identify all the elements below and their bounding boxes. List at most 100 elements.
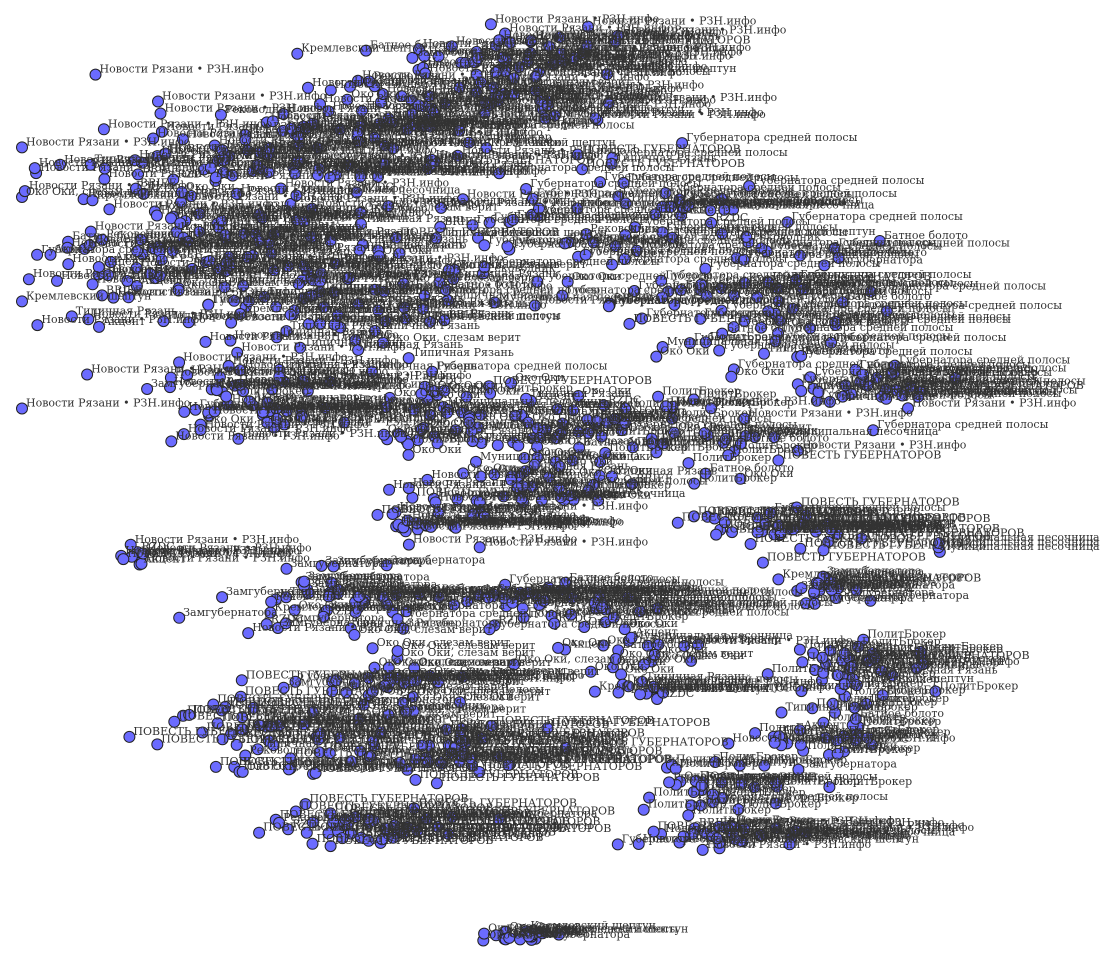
graph-node[interactable]	[373, 117, 386, 130]
graph-node[interactable]	[62, 258, 75, 271]
graph-node[interactable]	[182, 316, 195, 329]
graph-node[interactable]	[218, 281, 231, 294]
graph-node[interactable]	[65, 310, 78, 323]
graph-node[interactable]	[84, 158, 97, 171]
graph-node[interactable]	[601, 68, 614, 81]
graph-node[interactable]	[434, 221, 447, 233]
graph-node[interactable]	[31, 248, 44, 261]
graph-node[interactable]	[354, 170, 367, 183]
graph-node[interactable]	[406, 51, 419, 64]
graph-node[interactable]	[97, 123, 110, 136]
graph-node[interactable]	[262, 166, 275, 179]
graph-node[interactable]	[492, 90, 505, 103]
graph-node[interactable]	[589, 112, 602, 125]
graph-node[interactable]	[311, 169, 324, 182]
graph-node[interactable]	[504, 36, 517, 49]
graph-node[interactable]	[274, 182, 287, 195]
graph-node[interactable]	[129, 154, 141, 167]
graph-node[interactable]	[226, 169, 239, 182]
graph-node[interactable]	[150, 209, 163, 222]
graph-node[interactable]	[18, 185, 31, 198]
graph-node[interactable]	[329, 257, 342, 270]
graph-node[interactable]	[159, 147, 172, 160]
graph-node[interactable]	[266, 115, 279, 128]
graph-node[interactable]	[568, 51, 581, 64]
graph-node[interactable]	[363, 75, 376, 88]
graph-node[interactable]	[28, 162, 41, 175]
graph-node[interactable]	[406, 108, 419, 121]
graph-node[interactable]	[291, 47, 304, 60]
graph-node[interactable]	[553, 31, 566, 44]
graph-node[interactable]	[300, 122, 313, 135]
graph-node[interactable]	[489, 66, 502, 79]
graph-node[interactable]	[217, 154, 230, 167]
graph-node[interactable]	[555, 47, 568, 60]
graph-node[interactable]	[395, 90, 408, 103]
graph-node[interactable]	[493, 34, 506, 47]
graph-node[interactable]	[484, 18, 497, 31]
graph-node[interactable]	[16, 402, 28, 415]
graph-node[interactable]	[230, 187, 243, 200]
graph-node[interactable]	[548, 109, 561, 122]
graph-node[interactable]	[323, 171, 336, 184]
graph-node[interactable]	[121, 275, 134, 287]
graph-node[interactable]	[165, 212, 177, 225]
graph-node[interactable]	[356, 104, 368, 117]
graph-node[interactable]	[401, 123, 414, 136]
graph-node[interactable]	[277, 108, 290, 120]
graph-node[interactable]	[130, 262, 143, 274]
graph-node[interactable]	[214, 108, 227, 121]
graph-node[interactable]	[472, 52, 484, 65]
graph-node[interactable]	[543, 40, 556, 53]
graph-node[interactable]	[445, 40, 458, 53]
graph-node[interactable]	[98, 162, 111, 175]
graph-node[interactable]	[360, 44, 372, 57]
graph-node[interactable]	[386, 116, 399, 129]
graph-node[interactable]	[193, 207, 206, 220]
graph-node[interactable]	[96, 233, 109, 246]
graph-node[interactable]	[270, 300, 283, 313]
graph-node[interactable]	[453, 124, 466, 137]
graph-node[interactable]	[453, 81, 466, 94]
graph-node[interactable]	[254, 146, 267, 159]
graph-node[interactable]	[529, 84, 542, 97]
graph-node[interactable]	[104, 256, 117, 269]
graph-node[interactable]	[225, 316, 238, 329]
graph-node[interactable]	[612, 29, 624, 42]
graph-node[interactable]	[22, 273, 35, 286]
graph-node[interactable]	[546, 58, 559, 71]
graph-node[interactable]	[176, 133, 189, 146]
graph-node[interactable]	[167, 173, 180, 186]
graph-node[interactable]	[581, 39, 594, 52]
graph-node[interactable]	[508, 88, 521, 101]
graph-node[interactable]	[435, 201, 448, 214]
graph-node[interactable]	[302, 81, 314, 94]
graph-node[interactable]	[311, 141, 324, 154]
graph-node[interactable]	[82, 313, 95, 326]
graph-node[interactable]	[130, 280, 143, 292]
graph-node[interactable]	[344, 80, 356, 93]
graph-node[interactable]	[154, 107, 167, 120]
graph-node[interactable]	[134, 233, 147, 246]
graph-node[interactable]	[186, 262, 199, 275]
graph-node[interactable]	[314, 98, 326, 111]
graph-node[interactable]	[239, 134, 252, 146]
graph-node[interactable]	[86, 278, 99, 291]
graph-node[interactable]	[284, 198, 297, 210]
graph-node[interactable]	[372, 170, 384, 183]
graph-node[interactable]	[292, 130, 305, 143]
graph-node[interactable]	[285, 122, 297, 135]
graph-node[interactable]	[352, 135, 365, 148]
graph-node[interactable]	[512, 61, 525, 74]
graph-node[interactable]	[16, 295, 28, 308]
graph-node[interactable]	[475, 76, 487, 89]
graph-node[interactable]	[107, 291, 120, 304]
graph-node[interactable]	[16, 141, 28, 154]
graph-node[interactable]	[152, 95, 164, 108]
graph-node[interactable]	[470, 86, 483, 99]
graph-node[interactable]	[451, 149, 464, 162]
graph-node[interactable]	[529, 71, 542, 83]
graph-node[interactable]	[322, 105, 335, 118]
graph-node[interactable]	[89, 68, 102, 81]
graph-node[interactable]	[541, 99, 554, 112]
